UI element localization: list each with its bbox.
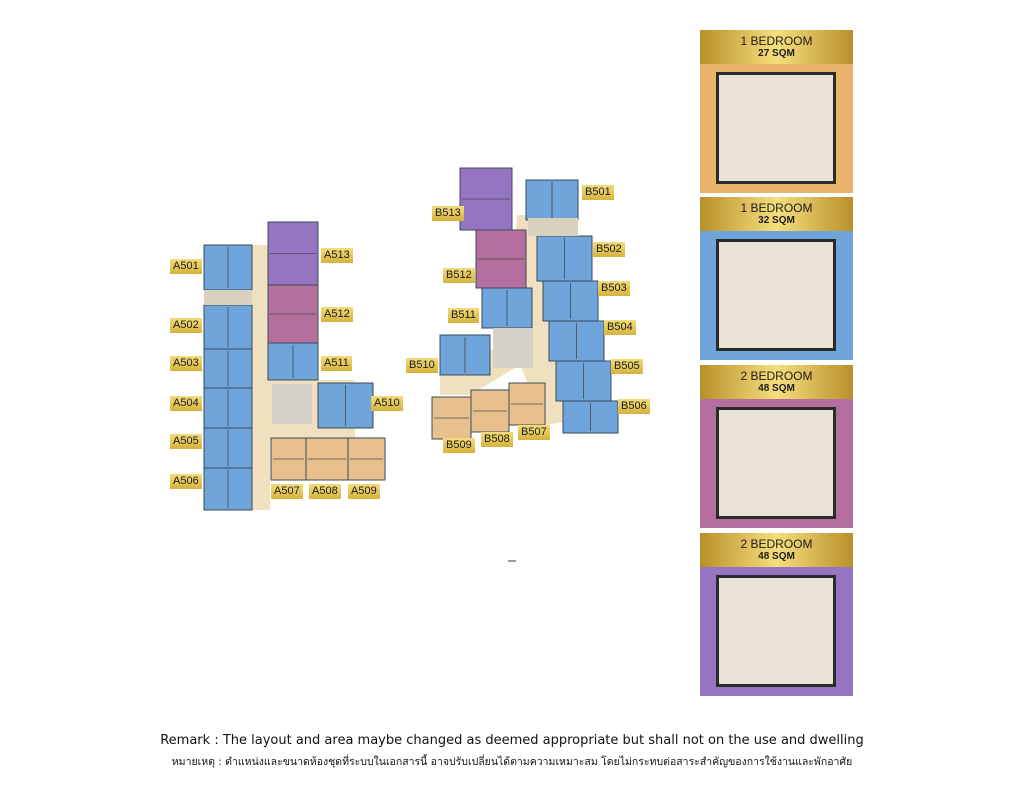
unit-label-b506[interactable]: B506 <box>618 399 650 414</box>
unit-label-a503[interactable]: A503 <box>170 356 202 371</box>
unit-label-b502[interactable]: B502 <box>593 242 625 257</box>
unit-label-b505[interactable]: B505 <box>611 359 643 374</box>
legend-area: 27 SQM <box>758 48 795 59</box>
unit-label-b503[interactable]: B503 <box>598 281 630 296</box>
legend-header: 1 BEDROOM 27 SQM <box>700 30 853 64</box>
unit-label-a509[interactable]: A509 <box>348 484 380 499</box>
unit-label-b512[interactable]: B512 <box>443 268 475 283</box>
legend-unit-plan <box>716 239 836 351</box>
unit-label-a504[interactable]: A504 <box>170 396 202 411</box>
building-a-plan <box>203 221 386 511</box>
unit-label-a501[interactable]: A501 <box>170 259 202 274</box>
unit-label-a512[interactable]: A512 <box>321 307 353 322</box>
unit-label-b513[interactable]: B513 <box>432 206 464 221</box>
lift-core <box>272 384 312 424</box>
unit-label-a502[interactable]: A502 <box>170 318 202 333</box>
remark-thai: หมายเหตุ : ตำแหน่งและขนาดห้องชุดที่ระบบใ… <box>171 756 853 768</box>
legend-unit-plan <box>716 407 836 519</box>
legend-area: 48 SQM <box>758 383 795 394</box>
unit-label-a506[interactable]: A506 <box>170 474 202 489</box>
unit-label-a510[interactable]: A510 <box>371 396 403 411</box>
legend-unit-plan <box>716 72 836 184</box>
unit-label-a508[interactable]: A508 <box>309 484 341 499</box>
corridor <box>250 245 270 510</box>
building-b-plan <box>431 167 619 440</box>
legend-area: 48 SQM <box>758 551 795 562</box>
unit-label-a511[interactable]: A511 <box>321 356 352 371</box>
unit-label-b501[interactable]: B501 <box>582 185 614 200</box>
unit-label-a507[interactable]: A507 <box>271 484 303 499</box>
legend-area: 32 SQM <box>758 215 795 226</box>
unit-label-b509[interactable]: B509 <box>443 438 475 453</box>
legend-card-1bed-32[interactable]: 1 BEDROOM 32 SQM <box>700 197 853 360</box>
legend-card-2bed-48-purple[interactable]: 2 BEDROOM 48 SQM <box>700 533 853 696</box>
legend-card-2bed-48-pink[interactable]: 2 BEDROOM 48 SQM <box>700 365 853 528</box>
legend-header: 2 BEDROOM 48 SQM <box>700 365 853 399</box>
legend-type: 2 BEDROOM <box>740 537 813 551</box>
stair-core <box>204 290 252 305</box>
unit-label-b507[interactable]: B507 <box>518 425 550 440</box>
legend-type: 2 BEDROOM <box>740 369 813 383</box>
legend-type: 1 BEDROOM <box>740 201 813 215</box>
legend-unit-plan <box>716 575 836 687</box>
lift-core <box>493 328 533 368</box>
legend-header: 2 BEDROOM 48 SQM <box>700 533 853 567</box>
legend-type: 1 BEDROOM <box>740 34 813 48</box>
legend-header: 1 BEDROOM 32 SQM <box>700 197 853 231</box>
legend-card-1bed-27[interactable]: 1 BEDROOM 27 SQM <box>700 30 853 193</box>
remark-english: Remark : The layout and area maybe chang… <box>160 733 864 748</box>
unit-label-a505[interactable]: A505 <box>170 434 202 449</box>
unit-label-a513[interactable]: A513 <box>321 248 353 263</box>
unit-label-b504[interactable]: B504 <box>604 320 636 335</box>
stair-core <box>528 218 578 236</box>
unit-label-b510[interactable]: B510 <box>406 358 438 373</box>
unit-label-b508[interactable]: B508 <box>481 432 513 447</box>
unit-label-b511[interactable]: B511 <box>448 308 479 323</box>
